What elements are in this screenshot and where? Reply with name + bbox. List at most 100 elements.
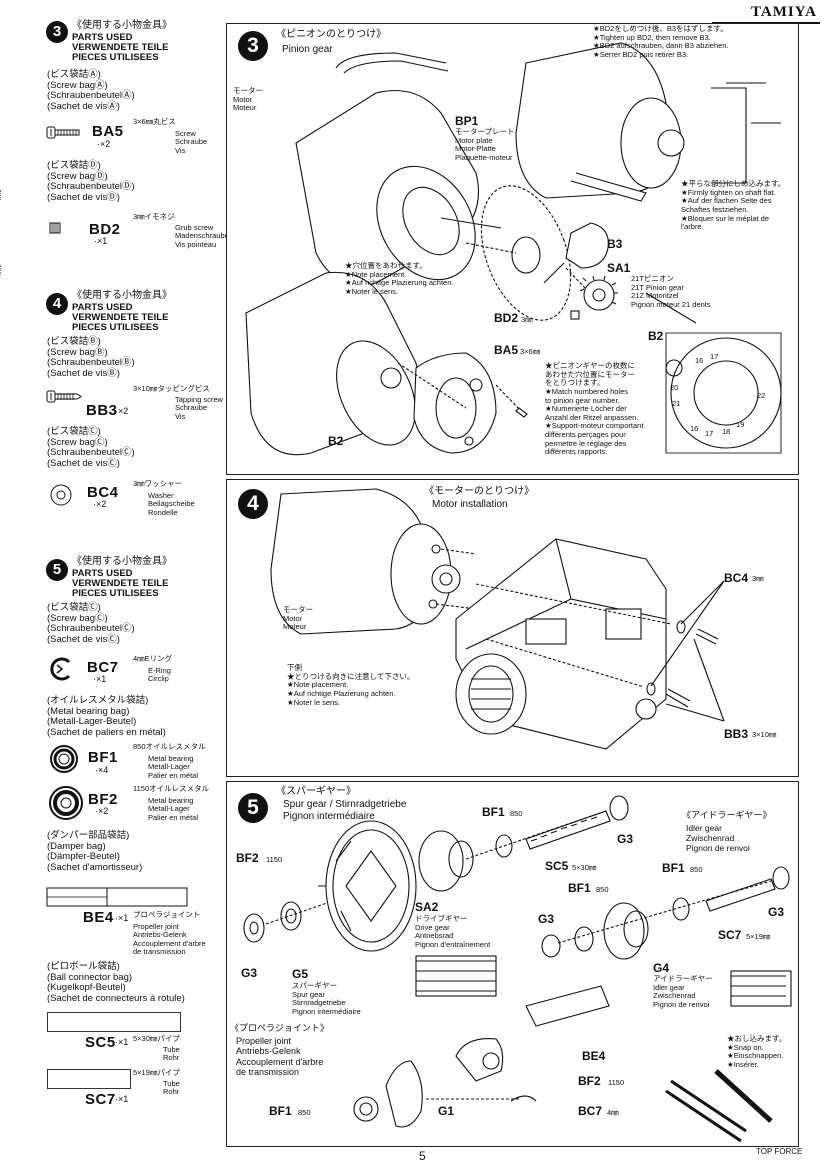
bf1-label: BF1 bbox=[482, 805, 505, 819]
tapping-screw-icon bbox=[46, 390, 82, 403]
tighten-note: ★BD2をしめつけ後、B3をはずします。★Tighten up BD2, the… bbox=[593, 24, 729, 59]
part-size-bd2: 3㎜イモネジ bbox=[133, 212, 175, 221]
motor-installation-illustration bbox=[270, 488, 725, 750]
bf2-label: BF2 bbox=[236, 851, 259, 865]
grub-screw-icon bbox=[49, 222, 61, 234]
bf1-size: 850 bbox=[298, 1108, 311, 1117]
step-3-title: Pinion gear bbox=[282, 44, 333, 55]
bp1-label: BP1 bbox=[455, 114, 479, 128]
part-qty-bc4: ·×2 bbox=[93, 499, 107, 509]
screw-bag-b: (ビス袋詰Ⓑ)(Screw bagⒷ)(SchraubenbeutelⒷ)(Sa… bbox=[47, 336, 135, 379]
bf1-size: 850 bbox=[510, 809, 523, 818]
part-qty-bd2: ·×1 bbox=[94, 236, 108, 246]
b3-label: B3 bbox=[607, 237, 623, 251]
large-metal-bearing-icon bbox=[49, 786, 83, 820]
bc7-label: BC7 bbox=[578, 1104, 603, 1118]
propeller-joint-icon bbox=[46, 887, 188, 907]
g3-label: G3 bbox=[617, 832, 634, 846]
pinion-gear-illustration bbox=[245, 42, 782, 456]
screw-bag-d: (ビス袋詰Ⓓ)(Screw bagⒹ)(SchraubenbeutelⒹ)(Sa… bbox=[47, 160, 135, 203]
bf2-size: 1150 bbox=[266, 855, 283, 864]
page-number: 5 bbox=[419, 1149, 426, 1163]
part-qty-ba5: ·×2 bbox=[97, 139, 111, 149]
step-4-number: 4 bbox=[238, 489, 268, 519]
bc4-size: 3㎜ bbox=[752, 574, 764, 583]
parts-used-heading: PARTS USED VERWENDETE TEILE PIECES UTILI… bbox=[72, 302, 169, 333]
g1-label: G1 bbox=[438, 1104, 455, 1118]
sc5-size: 5×30㎜ bbox=[572, 863, 597, 872]
part-code-bf1: BF1 bbox=[88, 749, 118, 766]
screw-bag-c: (ビス袋詰Ⓒ)(Screw bagⒸ)(SchraubenbeutelⒸ)(Sa… bbox=[47, 602, 135, 645]
hole-number: 19 bbox=[736, 420, 745, 429]
bf1-size: 850 bbox=[596, 885, 609, 894]
snap-on-note: ★おし込みます。★Snap on.★Einschnappen.★Insérer. bbox=[727, 1034, 787, 1069]
idler-title-jp: 《アイドラーギヤー》 bbox=[682, 810, 772, 820]
part-code-ba5: BA5 bbox=[92, 123, 124, 140]
parts-used-jp: 《使用する小物金具》 bbox=[72, 556, 172, 567]
hole-placement-note: ★穴位置をあわせます。★Note placement.★Auf richtige… bbox=[345, 261, 454, 296]
screw-bag-a: (ビス袋詰Ⓐ)(Screw bagⒶ)(SchraubenbeutelⒶ)(Sa… bbox=[47, 69, 135, 112]
part-size-sc7: 5×19㎜パイプ bbox=[133, 1068, 180, 1077]
be4-label: BE4 bbox=[582, 1049, 606, 1063]
tube-sc5-icon bbox=[47, 1012, 181, 1032]
parts-used-jp: 《使用する小物金具》 bbox=[72, 290, 172, 301]
bf1-size: 850 bbox=[690, 865, 703, 874]
hole-number: 20 bbox=[670, 383, 679, 392]
margin-tick bbox=[0, 265, 1, 275]
part-size-bf1: 850オイルレスメタル bbox=[133, 742, 206, 751]
bd2-size: 3㎜ bbox=[521, 315, 533, 324]
sc5-label: SC5 bbox=[545, 859, 569, 873]
damper-bag: (ダンパー部品袋詰)(Damper bag)(Dämpfer-Beutel)(S… bbox=[47, 830, 143, 873]
parts-used-heading: PARTS USED VERWENDETE TEILE PIECES UTILI… bbox=[72, 32, 169, 63]
step-5-badge: 5 bbox=[46, 559, 68, 581]
brand-logo: TAMIYA bbox=[750, 4, 817, 20]
sc7-label: SC7 bbox=[718, 928, 742, 942]
step-3-badge: 3 bbox=[46, 21, 68, 43]
ball-connector-bag: (ピロボール袋詰)(Ball connector bag)(Kugelkopf-… bbox=[47, 961, 185, 1004]
parts-used-jp: 《使用する小物金具》 bbox=[72, 20, 172, 31]
part-code-bb3: BB3 bbox=[86, 402, 118, 419]
g5-label: G5 bbox=[292, 967, 309, 981]
prop-title-jp: 《プロペラジョイント》 bbox=[230, 1023, 329, 1033]
bb3-label: BB3 bbox=[724, 727, 749, 741]
part-size-be4: プロペラジョイント bbox=[133, 910, 201, 919]
ba5-size: 3×6㎜ bbox=[520, 347, 541, 356]
part-size-bb3: 3×10㎜タッピングビス bbox=[133, 384, 210, 393]
screw-bag-c: (ビス袋詰Ⓒ)(Screw bagⒸ)(SchraubenbeutelⒸ)(Sa… bbox=[47, 426, 135, 469]
sc7-size: 5×19㎜ bbox=[746, 932, 771, 941]
g3-label: G3 bbox=[768, 905, 785, 919]
part-qty-bf2: ·×2 bbox=[95, 806, 109, 816]
hole-number: 17 bbox=[705, 429, 714, 438]
ba5-label: BA5 bbox=[494, 343, 519, 357]
step-5-title-jp: 《スパーギヤー》 bbox=[276, 786, 356, 797]
step-4-title: Motor installation bbox=[432, 499, 508, 510]
part-code-bc4: BC4 bbox=[87, 484, 119, 501]
bf1-label: BF1 bbox=[662, 861, 685, 875]
part-size-bf2: 1150オイルレスメタル bbox=[133, 784, 210, 793]
sa1-label: SA1 bbox=[607, 261, 631, 275]
b2-detail-label: B2 bbox=[648, 329, 664, 343]
bc4-label: BC4 bbox=[724, 571, 749, 585]
shaft-flat-note: ★平らな部分にしめ込みます。★Firmly tighten on shaft f… bbox=[681, 179, 786, 232]
margin-tick bbox=[0, 190, 1, 200]
step-5-number: 5 bbox=[238, 793, 268, 823]
bf1-label: BF1 bbox=[269, 1104, 292, 1118]
part-qty-bb3: ·×2 bbox=[115, 406, 129, 416]
bd2-label: BD2 bbox=[494, 311, 519, 325]
hole-number: 22 bbox=[757, 391, 766, 400]
part-code-sc5: SC5 bbox=[85, 1034, 116, 1051]
g3-label: G3 bbox=[241, 966, 258, 980]
tube-sc7-icon bbox=[47, 1069, 131, 1089]
